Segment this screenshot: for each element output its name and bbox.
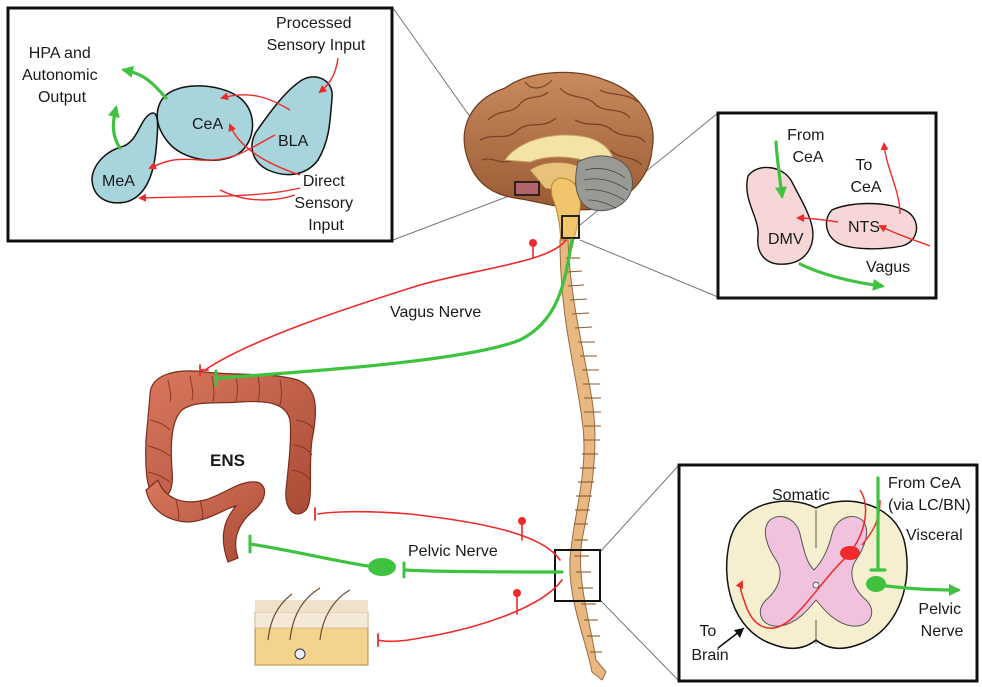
- amygdala-panel: CeA MeA BLA HPA and Autonomic Output Pro…: [8, 8, 392, 241]
- brainstem-panel: DMV NTS From CeA To CeA Vagus: [718, 113, 936, 298]
- ens-label: ENS: [210, 451, 245, 470]
- dmv-label: DMV: [768, 231, 804, 248]
- vagus-nerve-label: Vagus Nerve: [390, 304, 481, 321]
- mea-label: MeA: [102, 173, 135, 190]
- pelvic-nerve-label: Pelvic Nerve: [408, 543, 498, 560]
- amygdala-marker: [515, 182, 539, 195]
- pelvic-ganglion: [368, 558, 396, 576]
- cea-label: CeA: [192, 116, 223, 133]
- vagus-label: Vagus: [866, 259, 910, 276]
- somatic-label: Somatic: [772, 487, 830, 504]
- brainstem-marker: [562, 216, 579, 238]
- motor-neuron-body: [866, 576, 886, 592]
- spinal-column-illustration: [555, 240, 606, 680]
- bla-label: BLA: [278, 133, 309, 150]
- skin-illustration: [255, 588, 368, 665]
- vagus-nerve-paths: [200, 239, 572, 385]
- nts-label: NTS: [848, 219, 880, 236]
- sensory-neuron-body: [840, 546, 860, 560]
- brain-illustration: [464, 72, 653, 248]
- visceral-label: Visceral: [906, 527, 963, 544]
- spinal-cord-panel: From CeA (via LC/BN) Somatic Visceral Pe…: [679, 465, 977, 681]
